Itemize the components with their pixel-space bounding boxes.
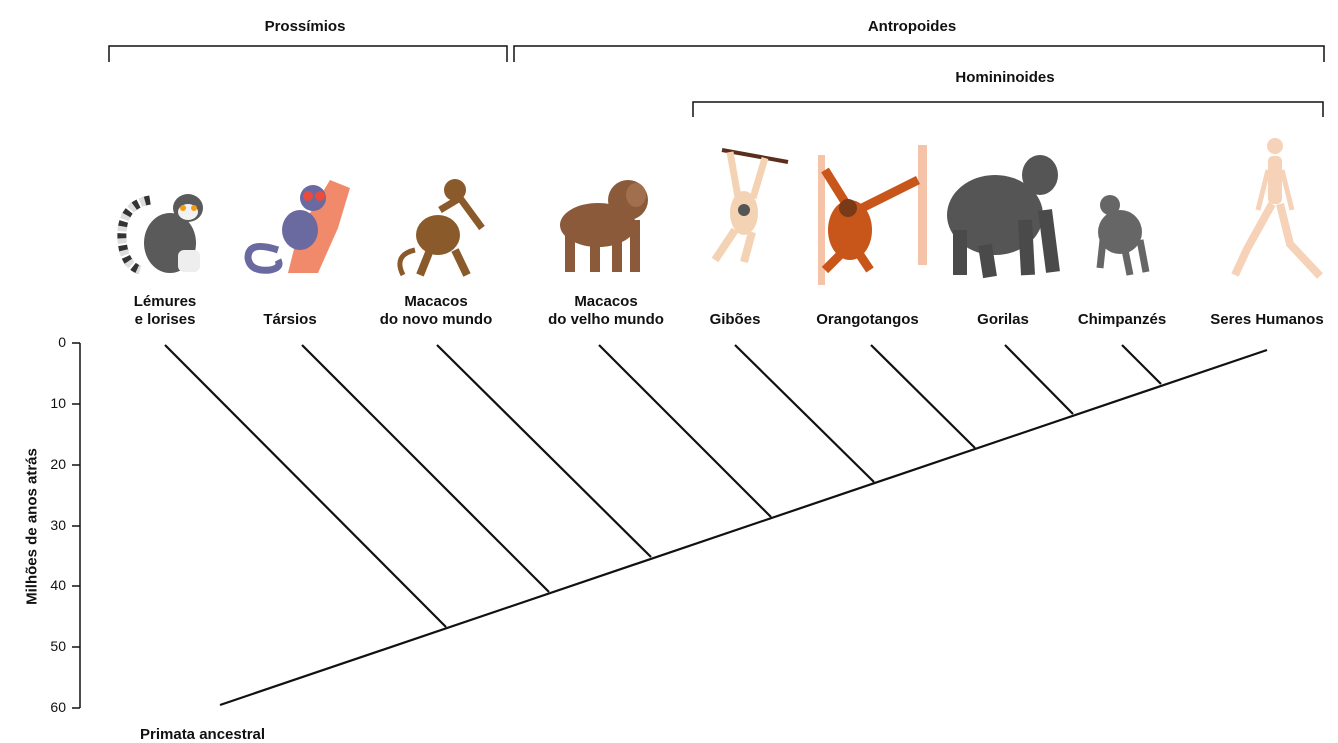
taxon-label-orangutans: Orangotangos	[800, 293, 935, 329]
taxon-label-lemurs-line1: Lémures	[105, 293, 225, 311]
taxon-label-chimpanzees-line2: Chimpanzés	[1062, 311, 1182, 329]
taxon-label-tarsiers-line1	[230, 293, 350, 311]
branch-old-world-monkeys	[599, 345, 771, 517]
y-tick-label-40: 40	[36, 577, 66, 593]
taxon-label-old-world-monkeys-line1: Macacos	[531, 293, 681, 311]
chimpanzee-icon	[1098, 195, 1146, 275]
taxon-label-lemurs: Lémures e lorises	[105, 293, 225, 329]
y-tick-label-0: 0	[36, 334, 66, 350]
taxon-label-old-world-monkeys: Macacos do velho mundo	[531, 293, 681, 329]
taxon-label-tarsiers-line2: Társios	[230, 311, 350, 329]
y-tick-label-60: 60	[36, 699, 66, 715]
taxon-label-new-world-monkeys-line2: do novo mundo	[366, 311, 506, 329]
taxon-label-gibbons-line1	[690, 293, 780, 311]
taxon-label-humans-line2: Seres Humanos	[1198, 311, 1336, 329]
taxon-label-humans-line1	[1198, 293, 1336, 311]
taxon-label-gorillas: Gorilas	[958, 293, 1048, 329]
old-world-monkey-icon	[560, 180, 648, 272]
taxon-label-old-world-monkeys-line2: do velho mundo	[531, 311, 681, 329]
human-icon	[1235, 138, 1320, 276]
branch-gibbons	[735, 345, 874, 482]
phylogenetic-tree	[165, 345, 1267, 705]
main-trunk	[220, 350, 1267, 705]
bracket-anthropoids	[514, 46, 1324, 62]
branch-lemurs	[165, 345, 446, 627]
taxon-label-new-world-monkeys-line1: Macacos	[366, 293, 506, 311]
y-tick-label-20: 20	[36, 456, 66, 472]
branch-tarsiers	[302, 345, 549, 592]
new-world-monkey-icon	[400, 179, 482, 275]
taxon-label-orangutans-line2: Orangotangos	[800, 311, 935, 329]
branch-new-world-monkeys	[437, 345, 651, 557]
taxon-label-new-world-monkeys: Macacos do novo mundo	[366, 293, 506, 329]
y-axis-title: Milhões de anos atrás	[24, 427, 41, 627]
taxon-label-gorillas-line2: Gorilas	[958, 311, 1048, 329]
bracket-hominoids	[693, 102, 1323, 117]
lemur-icon	[122, 194, 203, 273]
taxon-label-chimpanzees-line1	[1062, 293, 1182, 311]
taxon-label-tarsiers: Társios	[230, 293, 350, 329]
gorilla-icon	[947, 155, 1058, 277]
taxon-label-gibbons: Gibões	[690, 293, 780, 329]
taxon-label-lemurs-line2: e lorises	[105, 311, 225, 329]
y-tick-label-50: 50	[36, 638, 66, 654]
y-tick-label-30: 30	[36, 517, 66, 533]
bracket-prosimians	[109, 46, 507, 62]
taxon-label-humans: Seres Humanos	[1198, 293, 1336, 329]
gibbon-icon	[715, 150, 788, 262]
branch-orangutans	[871, 345, 975, 448]
root-label: Primata ancestral	[140, 726, 265, 743]
taxon-label-gibbons-line2: Gibões	[690, 311, 780, 329]
branch-chimpanzees	[1122, 345, 1161, 384]
y-tick-label-10: 10	[36, 395, 66, 411]
branch-gorillas	[1005, 345, 1073, 414]
tarsier-icon	[248, 180, 350, 273]
taxon-label-orangutans-line1	[800, 293, 935, 311]
taxon-label-gorillas-line1	[958, 293, 1048, 311]
taxon-label-chimpanzees: Chimpanzés	[1062, 293, 1182, 329]
orangutan-icon	[818, 145, 927, 285]
